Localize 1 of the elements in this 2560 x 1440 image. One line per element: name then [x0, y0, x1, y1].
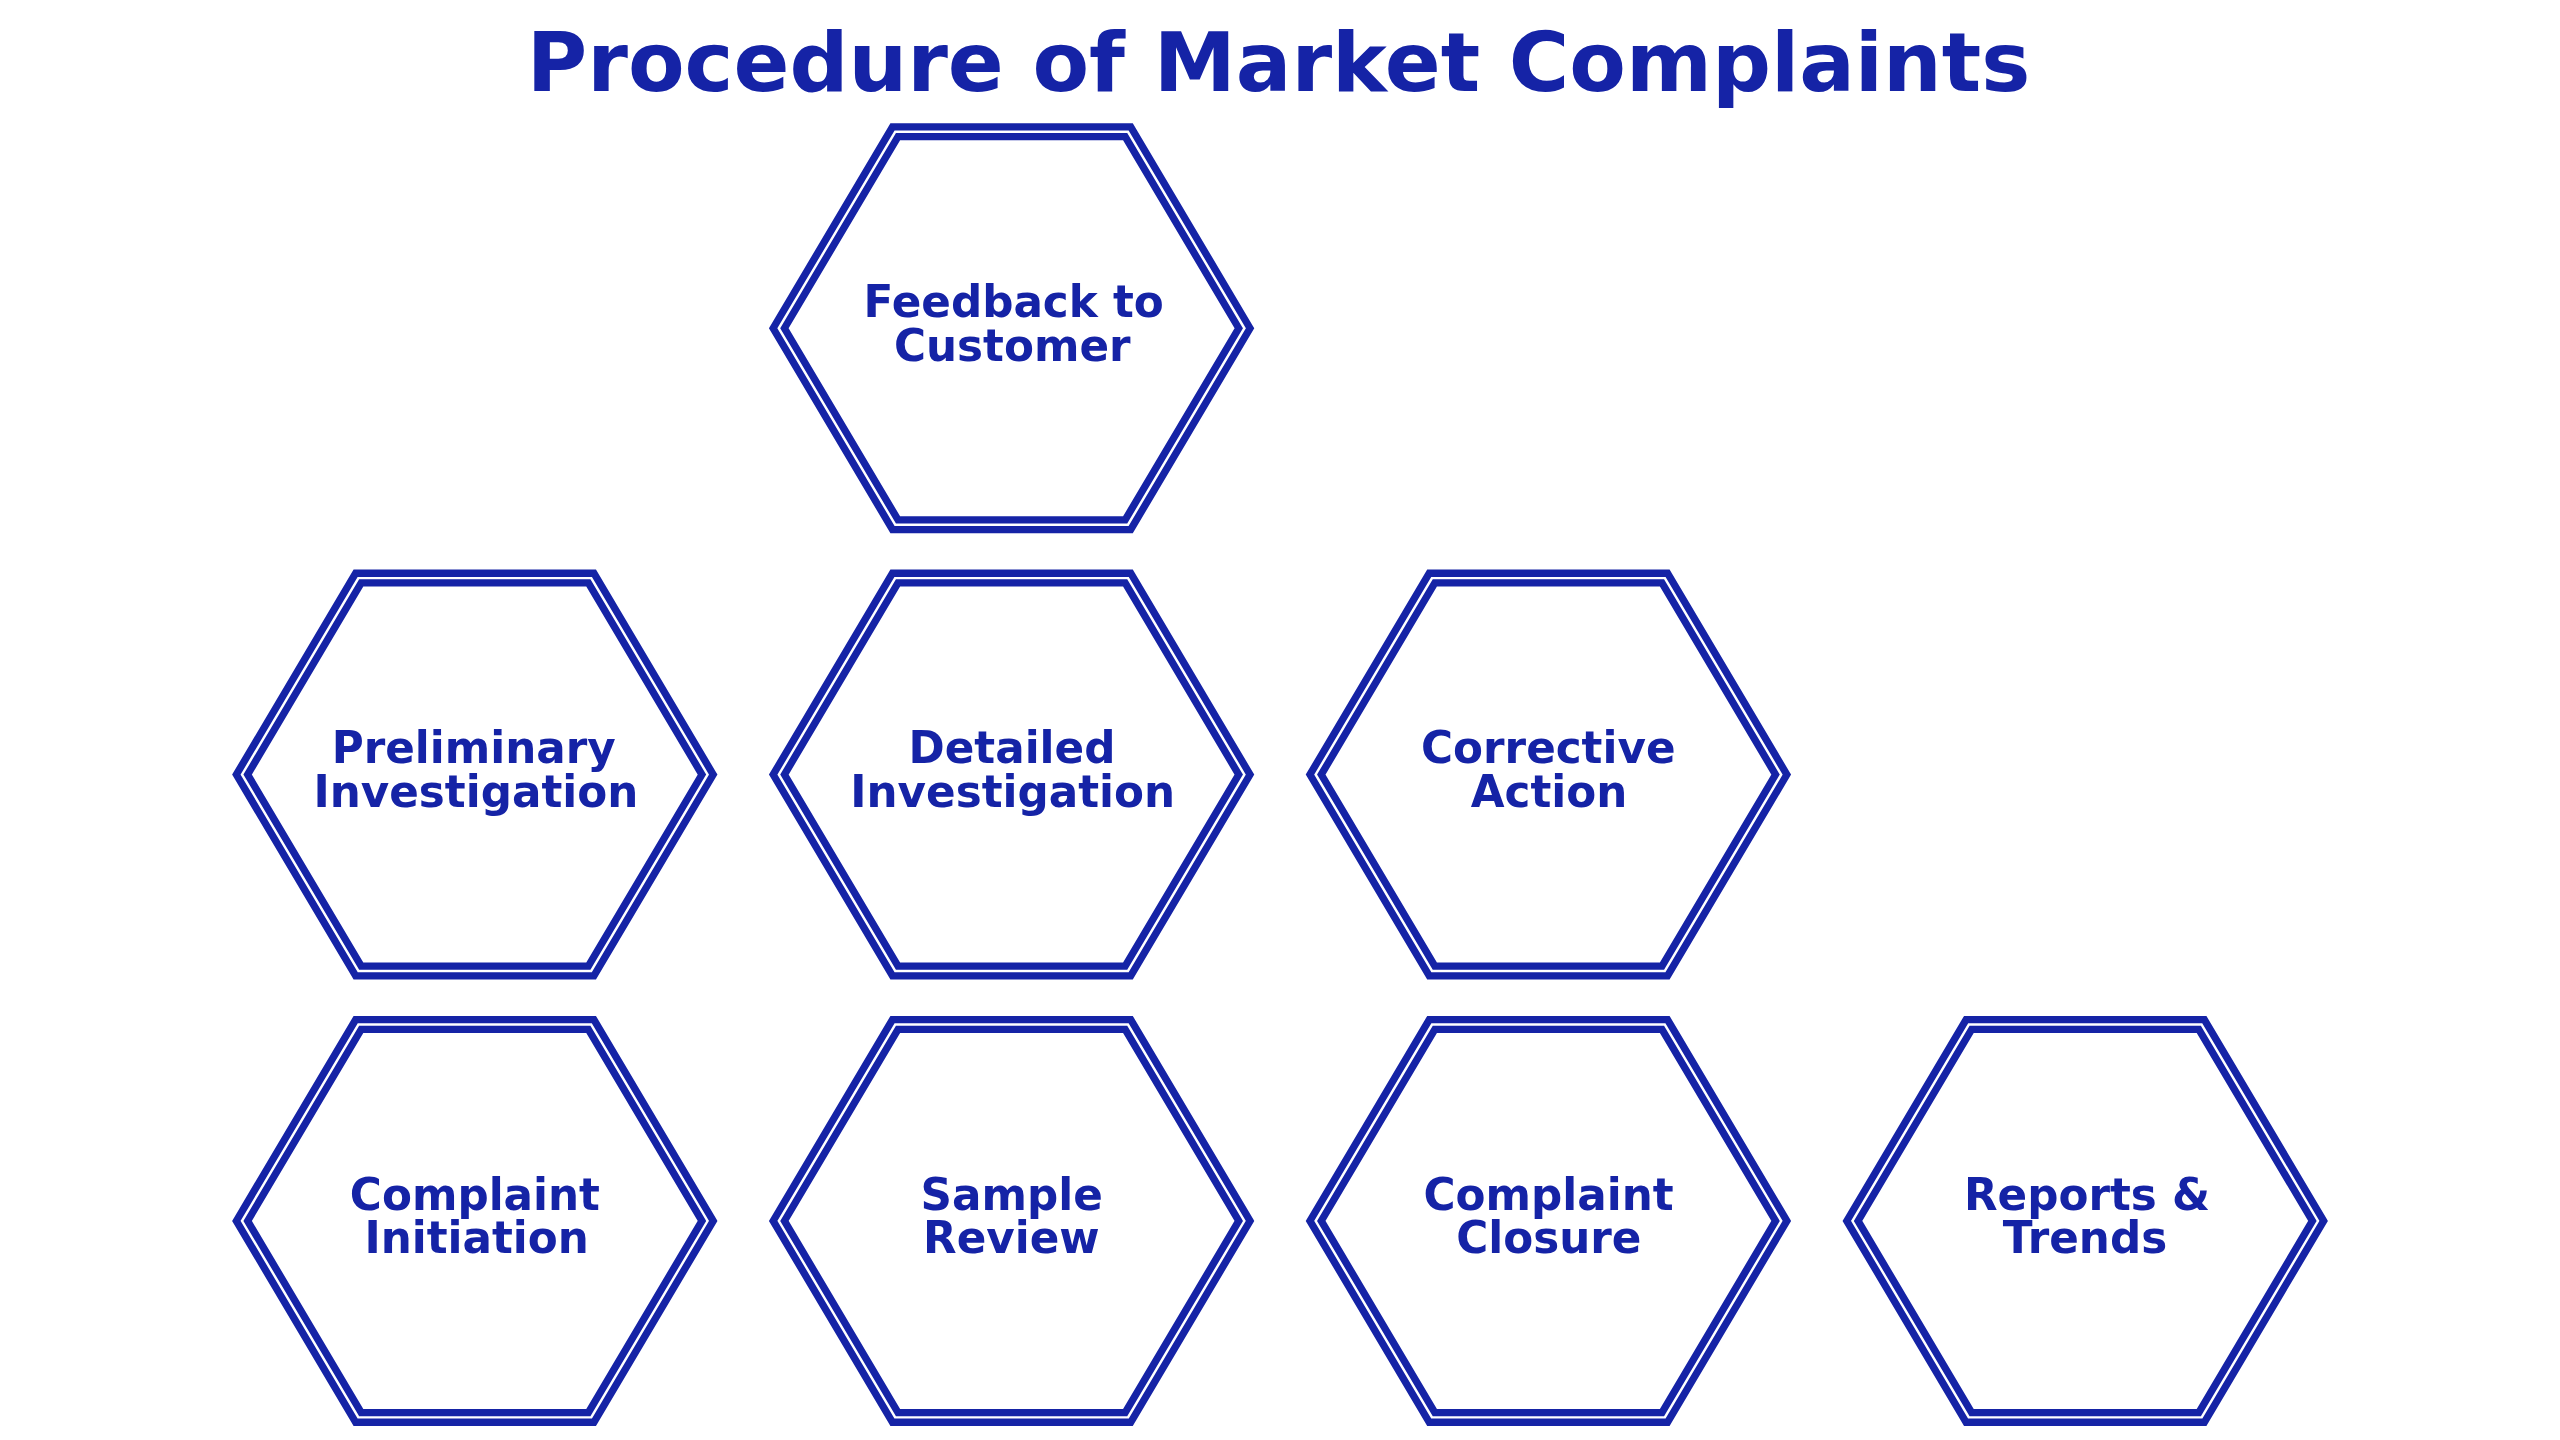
- diagram-title: Procedure of Market Complaints: [526, 14, 2031, 110]
